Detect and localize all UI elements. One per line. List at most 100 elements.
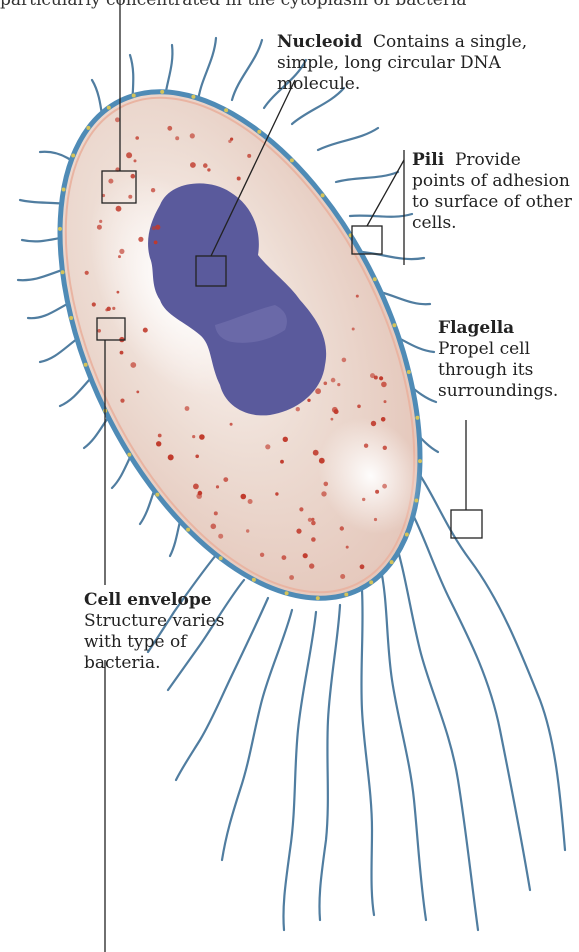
envelope-stud [405,533,409,537]
ribosome-dot [356,295,359,298]
ribosome-dot [360,564,365,569]
ribosome-dot [340,574,345,579]
envelope-stud [392,323,396,327]
ribosome-dot [247,154,251,158]
ribosome-dot [107,307,111,311]
envelope-stud [407,370,411,374]
ribosome-dot [321,491,326,496]
cell-envelope-text: Structure varies with type of bacteria. [84,611,225,673]
ribosome-dot [337,383,340,386]
ribosome-dot [248,499,253,504]
ribosome-dot [156,441,161,446]
ribosome-dot [296,407,300,411]
flagella-label: Flagella Propel cell through its surroun… [438,318,578,402]
ribosome-dot [364,444,368,448]
envelope-stud [321,193,325,197]
envelope-stud [373,277,377,281]
ribosome-dot [374,518,377,521]
envelope-stud [186,528,190,532]
ribosome-dot [120,399,124,403]
pili-title: Pili [412,150,444,170]
ribosome-dot [155,225,160,230]
ribosome-dot [331,378,336,383]
envelope-stud [160,90,164,94]
ribosome-dot [381,382,387,388]
envelope-stud [224,108,228,112]
envelope-stud [127,453,131,457]
pili-label: Pili Provide points of adhesion to surfa… [412,150,572,234]
callout-box-flagella [451,510,482,538]
ribosome-dot [116,206,122,212]
ribosome-dot [230,138,233,141]
ribosome-dot [97,225,102,230]
envelope-stud [107,106,111,110]
ribosome-dot [280,460,284,464]
ribosome-dot [190,133,195,138]
ribosome-dot [130,362,136,368]
envelope-stud [132,94,136,98]
cell-envelope-label: Cell envelope Structure varies with type… [84,590,234,674]
ribosome-dot [324,382,328,386]
ribosome-dot [331,418,334,421]
ribosome-dot [265,444,270,449]
ribosome-dot [154,241,158,245]
ribosome-dot [283,437,288,442]
ribosome-dot [275,492,278,495]
ribosome-dot [241,494,247,500]
ribosome-dot [237,177,241,181]
envelope-stud [390,560,394,564]
ribosome-dot [260,553,264,557]
envelope-stud [418,459,422,463]
ribosome-dot [311,537,316,542]
ribosome-dot [128,195,132,199]
ribosome-dot [118,255,121,258]
envelope-stud [155,493,159,497]
ribosome-dot [362,498,365,501]
ribosome-dot [352,328,355,331]
ribosome-dot [108,179,113,184]
ribosome-dot [223,477,228,482]
ribosome-dot [289,575,294,580]
ribosome-dot [319,458,325,464]
envelope-stud [415,416,419,420]
envelope-stud [61,270,65,274]
ribosome-dot [211,524,217,530]
ribosome-dot [126,152,132,158]
ribosome-dot [131,174,136,179]
envelope-stud [62,188,66,192]
ribosome-dot [192,435,195,438]
ribosome-dot [332,407,338,413]
ribosome-dot [135,136,139,140]
ribosome-dot [143,328,148,333]
ribosome-dot [120,351,124,355]
nucleoid-label: Nucleoid Contains a single, simple, long… [277,32,577,95]
envelope-stud [285,591,289,595]
ribosome-dot [97,329,101,333]
ribosome-dot [115,117,120,122]
envelope-stud [344,593,348,597]
envelope-stud [219,556,223,560]
ribosome-dot [371,421,376,426]
ribosome-dot [375,490,379,494]
ribosome-dot [207,168,210,171]
ribosome-dot [193,484,199,490]
ribosome-dot [92,302,96,306]
envelope-stud [290,158,294,162]
ribosome-dot [340,526,344,530]
ribosome-dot [303,553,308,558]
ribosome-dot [198,491,203,496]
ribosome-dot [99,220,102,223]
ribosome-dot [85,271,89,275]
envelope-stud [252,578,256,582]
ribosome-dot [299,507,303,511]
ribosome-dot [152,226,156,230]
flagella-text: Propel cell through its surroundings. [438,339,558,401]
ribosome-dot [214,511,218,515]
envelope-stud [69,316,73,320]
ribosome-dot [346,546,349,549]
ribosome-dot [296,529,301,534]
ribosome-dot [168,454,174,460]
ribosome-dot [158,434,162,438]
ribosome-dot [117,291,120,294]
ribosome-dot [384,400,387,403]
